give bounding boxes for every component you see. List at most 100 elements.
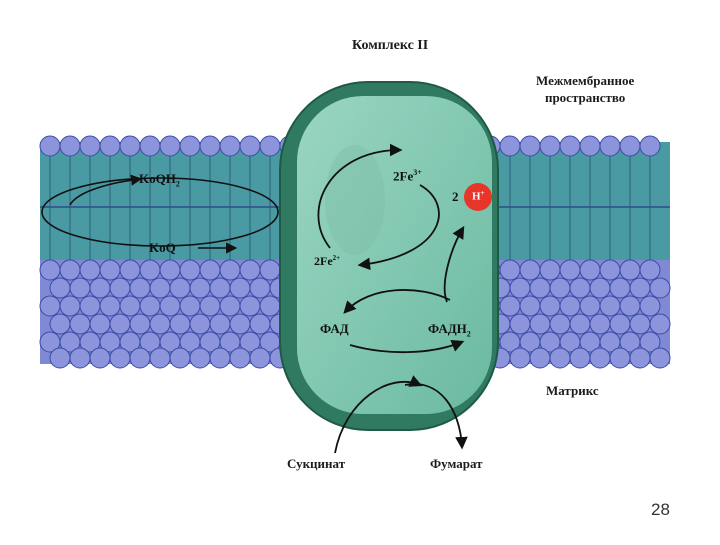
lipid-head: [110, 278, 130, 298]
lipid-head: [640, 260, 660, 280]
lipid-head: [120, 296, 140, 316]
lipid-head: [40, 260, 60, 280]
lipid-head: [220, 136, 240, 156]
lipid-head: [50, 314, 70, 334]
lipid-head: [570, 278, 590, 298]
lipid-head: [530, 348, 550, 368]
lipid-head: [80, 136, 100, 156]
matrix-label: Матрикс: [546, 383, 599, 399]
lipid-head: [510, 314, 530, 334]
fe3-label: 2Fe3+: [393, 168, 422, 184]
lipid-head: [610, 314, 630, 334]
lipid-head: [50, 348, 70, 368]
lipid-head: [50, 278, 70, 298]
lipid-head: [630, 278, 650, 298]
lipid-head: [590, 314, 610, 334]
lipid-head: [600, 136, 620, 156]
lipid-head: [500, 260, 520, 280]
lipid-head: [640, 136, 660, 156]
lipid-head: [180, 296, 200, 316]
lipid-head: [70, 314, 90, 334]
lipid-head: [230, 278, 250, 298]
fe2-label: 2Fe2+: [314, 254, 340, 269]
lipid-head: [80, 260, 100, 280]
lipid-head: [530, 314, 550, 334]
lipid-head: [250, 278, 270, 298]
lipid-head: [570, 348, 590, 368]
lipid-head: [120, 136, 140, 156]
lipid-head: [610, 278, 630, 298]
lipid-head: [200, 260, 220, 280]
lipid-head: [550, 314, 570, 334]
lipid-head: [190, 314, 210, 334]
lipid-head: [650, 278, 670, 298]
lipid-head: [200, 136, 220, 156]
lipid-head: [130, 348, 150, 368]
lipid-head: [200, 296, 220, 316]
lipid-head: [130, 278, 150, 298]
lipid-head: [110, 348, 130, 368]
lipid-head: [560, 260, 580, 280]
lipid-head: [600, 260, 620, 280]
lipid-head: [530, 278, 550, 298]
lipid-head: [570, 314, 590, 334]
lipid-head: [520, 136, 540, 156]
lipid-head: [580, 296, 600, 316]
lipid-head: [240, 136, 260, 156]
lipid-head: [510, 278, 530, 298]
lipid-head: [210, 348, 230, 368]
lipid-head: [70, 348, 90, 368]
lipid-head: [230, 314, 250, 334]
lipid-head: [630, 314, 650, 334]
lipid-head: [520, 296, 540, 316]
koqh2-label: KoQH2: [139, 171, 180, 189]
lipid-head: [190, 278, 210, 298]
h-coefficient: 2: [452, 189, 459, 205]
lipid-head: [100, 136, 120, 156]
intermembrane-label: Межмембранное пространство: [536, 72, 634, 106]
lipid-head: [650, 348, 670, 368]
lipid-head: [150, 314, 170, 334]
lipid-head: [160, 136, 180, 156]
lipid-head: [80, 296, 100, 316]
page-number: 28: [651, 500, 670, 520]
lipid-head: [60, 260, 80, 280]
lipid-head: [550, 278, 570, 298]
lipid-head: [180, 136, 200, 156]
lipid-head: [510, 348, 530, 368]
lipid-head: [210, 314, 230, 334]
lipid-head: [560, 296, 580, 316]
lipid-head: [220, 296, 240, 316]
lipid-head: [220, 260, 240, 280]
lipid-head: [550, 348, 570, 368]
lipid-head: [620, 136, 640, 156]
lipid-head: [540, 136, 560, 156]
lipid-head: [90, 348, 110, 368]
lipid-head: [620, 296, 640, 316]
lipid-head: [630, 348, 650, 368]
lipid-head: [60, 296, 80, 316]
lipid-head: [500, 136, 520, 156]
lipid-head: [190, 348, 210, 368]
lipid-head: [600, 296, 620, 316]
lipid-head: [250, 314, 270, 334]
lipid-head: [160, 260, 180, 280]
lipid-head: [140, 260, 160, 280]
lipid-head: [170, 314, 190, 334]
lipid-head: [150, 348, 170, 368]
lipid-head: [70, 278, 90, 298]
lipid-head: [240, 296, 260, 316]
lipid-head: [140, 296, 160, 316]
lipid-head: [170, 348, 190, 368]
lipid-head: [650, 314, 670, 334]
lipid-head: [540, 260, 560, 280]
lipid-head: [110, 314, 130, 334]
diagram-title: Комплекс II: [352, 38, 428, 54]
lipid-head: [120, 260, 140, 280]
lipid-head: [230, 348, 250, 368]
koq-label: KoQ: [149, 240, 176, 256]
lipid-head: [90, 278, 110, 298]
lipid-head: [580, 136, 600, 156]
lipid-head: [60, 136, 80, 156]
lipid-head: [160, 296, 180, 316]
